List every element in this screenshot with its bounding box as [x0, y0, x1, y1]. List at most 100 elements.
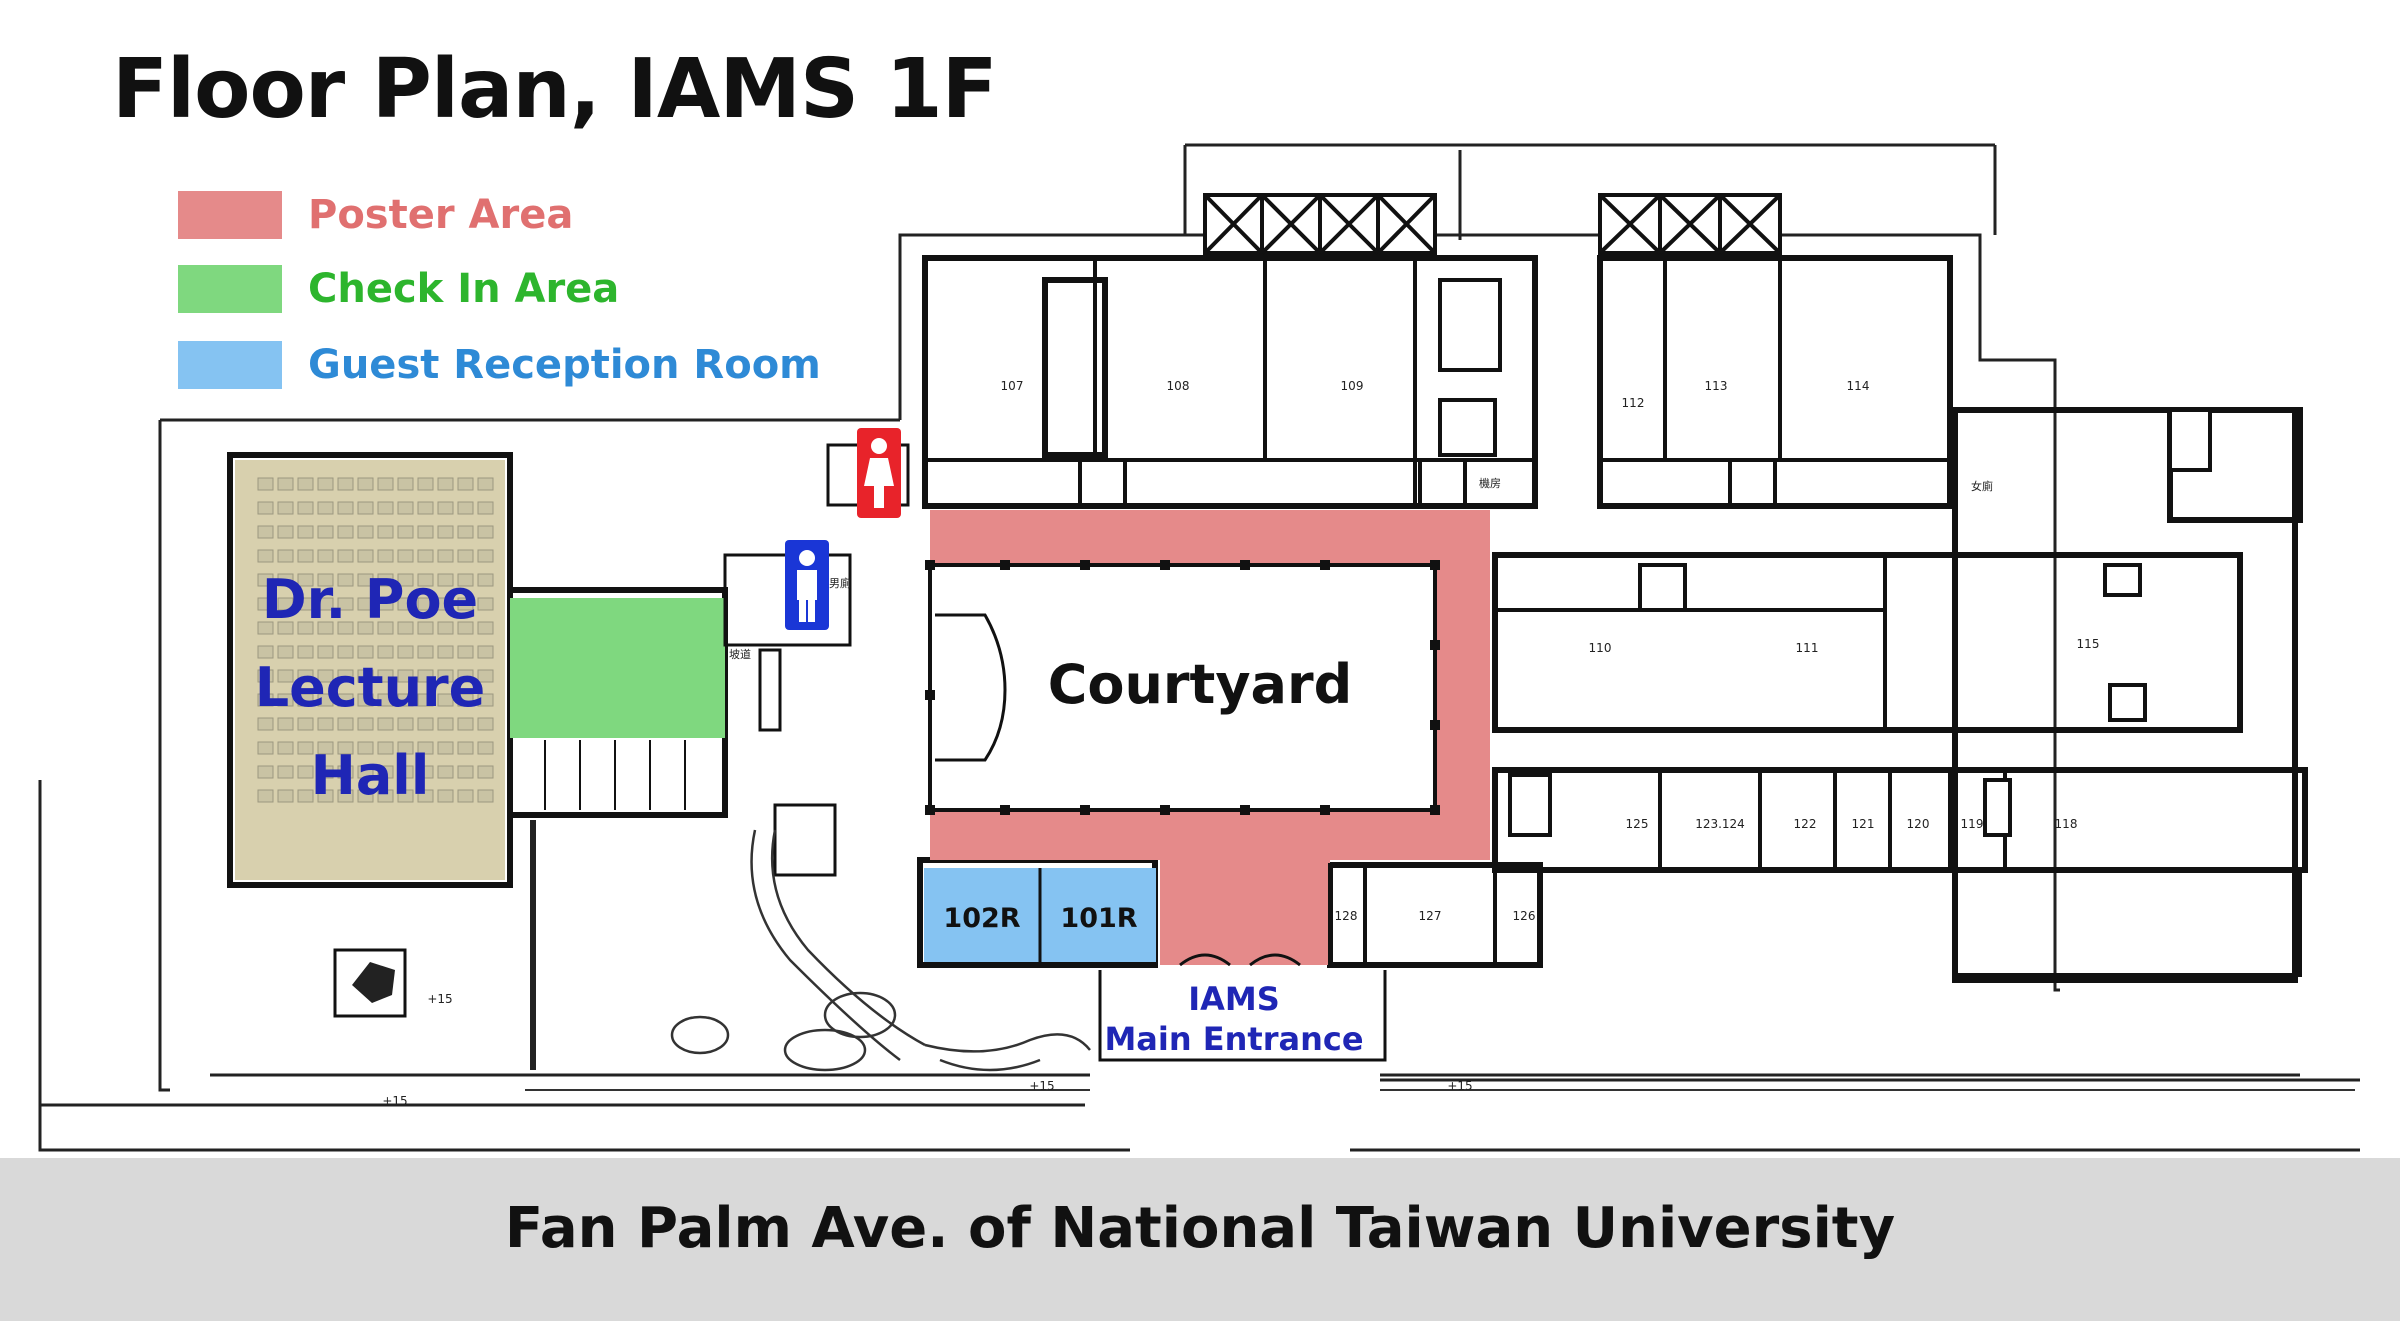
seat	[277, 741, 294, 755]
seat	[417, 741, 434, 755]
seat	[257, 597, 274, 611]
cjk-label: 機房	[1479, 476, 1501, 490]
seat	[457, 741, 474, 755]
garden-paths	[670, 829, 1091, 1072]
seat	[277, 789, 294, 803]
entrance-label-line2: Main Entrance	[1104, 1020, 1363, 1058]
seat	[357, 717, 374, 731]
elevation-label: +15	[1447, 1079, 1472, 1093]
seat	[417, 645, 434, 659]
seat	[317, 741, 334, 755]
seat	[297, 717, 314, 731]
seat	[397, 765, 414, 779]
seat	[377, 789, 394, 803]
seat	[397, 669, 414, 683]
elevation-label: +15	[427, 992, 452, 1006]
seat	[257, 549, 274, 563]
reception-room-labels: 102R 101R	[943, 903, 1137, 934]
seat	[277, 525, 294, 539]
seat	[437, 501, 454, 515]
seat	[317, 645, 334, 659]
seat	[377, 549, 394, 563]
seat	[357, 597, 374, 611]
seat	[337, 645, 354, 659]
seat	[277, 477, 294, 491]
stair-cores	[1078, 193, 2212, 837]
seat	[297, 573, 314, 587]
seat	[277, 693, 294, 707]
legend-swatch	[178, 265, 282, 313]
page-title: Floor Plan, IAMS 1F	[112, 42, 998, 137]
seat	[377, 621, 394, 635]
seat	[337, 477, 354, 491]
seat	[357, 501, 374, 515]
seat	[317, 765, 334, 779]
seat	[337, 621, 354, 635]
seat	[297, 597, 314, 611]
room-label: 114	[1847, 379, 1870, 393]
seat	[397, 621, 414, 635]
seat	[357, 669, 374, 683]
seat	[377, 477, 394, 491]
legend-item-check-in-area: Check In Area	[178, 264, 619, 314]
seat	[477, 741, 494, 755]
seat	[257, 789, 274, 803]
seat	[297, 645, 314, 659]
seat	[417, 789, 434, 803]
legend-label: Poster Area	[308, 192, 574, 238]
seat	[457, 693, 474, 707]
street-label: Fan Palm Ave. of National Taiwan Univers…	[504, 1196, 1896, 1261]
seat	[337, 669, 354, 683]
seat	[257, 477, 274, 491]
seat	[477, 477, 494, 491]
room-label: 127	[1419, 909, 1442, 923]
seat	[357, 789, 374, 803]
seat	[417, 621, 434, 635]
seat	[457, 645, 474, 659]
seat	[357, 621, 374, 635]
cjk-labels: 機房 女廁 男廁 坡道	[729, 476, 1993, 661]
seat	[297, 549, 314, 563]
seat	[417, 669, 434, 683]
room-label: 123.124	[1695, 817, 1745, 831]
room-label: 128	[1335, 909, 1358, 923]
reception-room-label: 102R	[943, 903, 1020, 934]
seat	[377, 573, 394, 587]
room-label: 112	[1622, 396, 1645, 410]
seat	[457, 765, 474, 779]
elevation-labels: +15 +15 +15 +15	[382, 992, 1472, 1108]
seat	[337, 693, 354, 707]
seat	[357, 525, 374, 539]
room-label: 120	[1907, 817, 1930, 831]
seat	[317, 525, 334, 539]
room-label: 115	[2077, 637, 2100, 651]
site-outline	[38, 143, 2360, 1152]
seat	[457, 525, 474, 539]
seat	[337, 789, 354, 803]
check-in-lobby-lines	[544, 740, 686, 810]
seat	[317, 669, 334, 683]
seat	[477, 789, 494, 803]
seat	[397, 789, 414, 803]
seat	[437, 573, 454, 587]
seat	[317, 621, 334, 635]
seat	[397, 549, 414, 563]
hall-label-line2: Lecture	[255, 656, 486, 719]
seat	[397, 525, 414, 539]
seat	[257, 669, 274, 683]
seat	[417, 597, 434, 611]
seat	[257, 645, 274, 659]
seat	[317, 597, 334, 611]
seat	[397, 693, 414, 707]
seat	[337, 525, 354, 539]
seat	[417, 525, 434, 539]
courtyard-columns	[925, 560, 1440, 815]
seat	[377, 765, 394, 779]
check-in-area	[510, 598, 725, 738]
seat	[457, 597, 474, 611]
elevation-label: +15	[382, 1094, 407, 1108]
seat	[437, 765, 454, 779]
seat	[397, 741, 414, 755]
seat	[437, 717, 454, 731]
seat	[357, 741, 374, 755]
